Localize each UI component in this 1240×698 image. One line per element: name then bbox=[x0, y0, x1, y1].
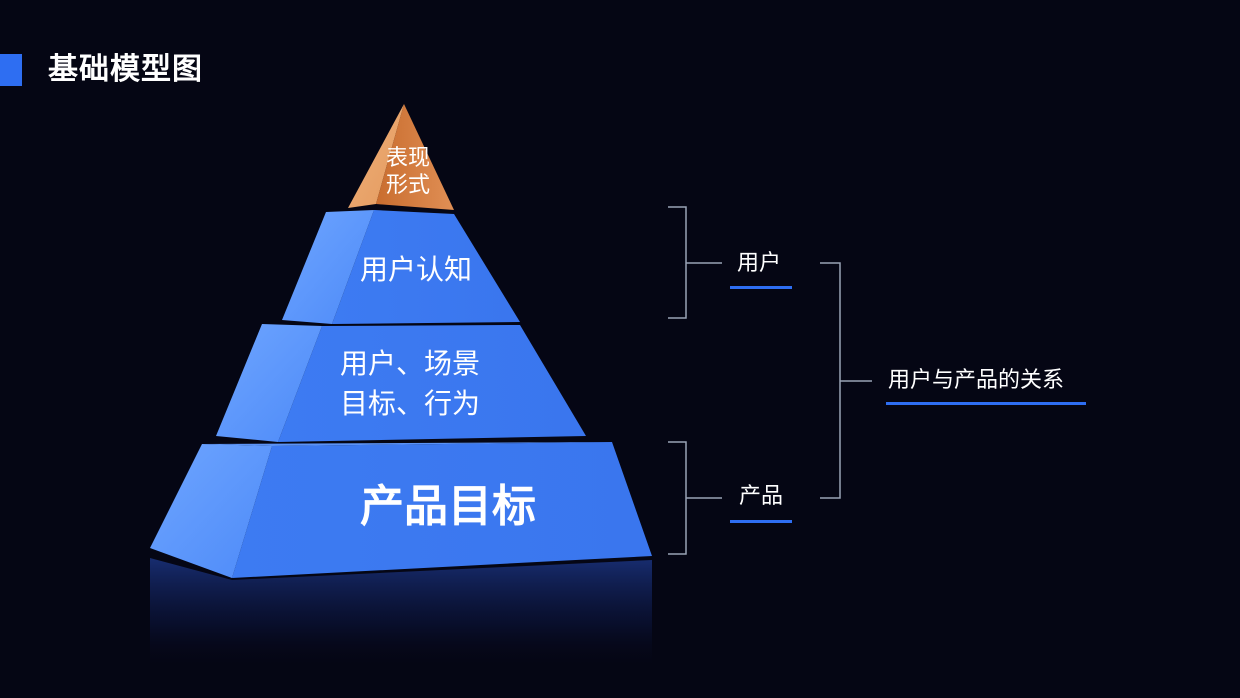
tier-base-label: 产品目标 bbox=[360, 481, 536, 532]
tier-2 bbox=[282, 210, 520, 324]
tier-top-label: 表现 形式 bbox=[360, 145, 456, 199]
users-label: 用户 bbox=[737, 251, 782, 276]
tier-base-front-face bbox=[232, 442, 652, 578]
product-underline bbox=[730, 520, 792, 523]
tier-top-line-1: 表现 bbox=[385, 146, 430, 171]
users-bracket bbox=[668, 206, 687, 319]
tier-top-line-2: 形式 bbox=[385, 173, 430, 198]
tier-2-front-face bbox=[332, 210, 520, 324]
tier-top bbox=[348, 104, 454, 210]
pyramid-reflection bbox=[150, 558, 652, 670]
tier-2-label: 用户认知 bbox=[359, 253, 472, 286]
bracket-lines bbox=[668, 206, 872, 555]
product-label: 产品 bbox=[739, 484, 784, 509]
tier-3-label: 用户、场景 目标、行为 bbox=[280, 344, 540, 424]
page-title: 基础模型图 bbox=[48, 52, 203, 87]
tier-3 bbox=[216, 324, 586, 442]
tier-top-left-face bbox=[348, 104, 404, 208]
tier-3-line-2: 目标、行为 bbox=[339, 387, 480, 420]
tier-3-line-1: 用户、场景 bbox=[339, 347, 480, 380]
relation-underline bbox=[886, 402, 1086, 405]
relation-label: 用户与产品的关系 bbox=[888, 368, 1065, 393]
product-bracket bbox=[668, 441, 687, 555]
tier-top-front-face bbox=[376, 104, 454, 210]
tier-base-left-face bbox=[150, 444, 272, 578]
users-underline bbox=[730, 286, 792, 289]
title-accent-bar bbox=[0, 54, 22, 86]
tier-3-front-face bbox=[278, 325, 586, 442]
relation-bracket bbox=[820, 262, 841, 499]
tier-3-left-face bbox=[216, 324, 322, 442]
tier-base-top-edge bbox=[202, 442, 612, 446]
tier-2-left-face bbox=[282, 210, 374, 324]
tier-base bbox=[150, 442, 652, 578]
